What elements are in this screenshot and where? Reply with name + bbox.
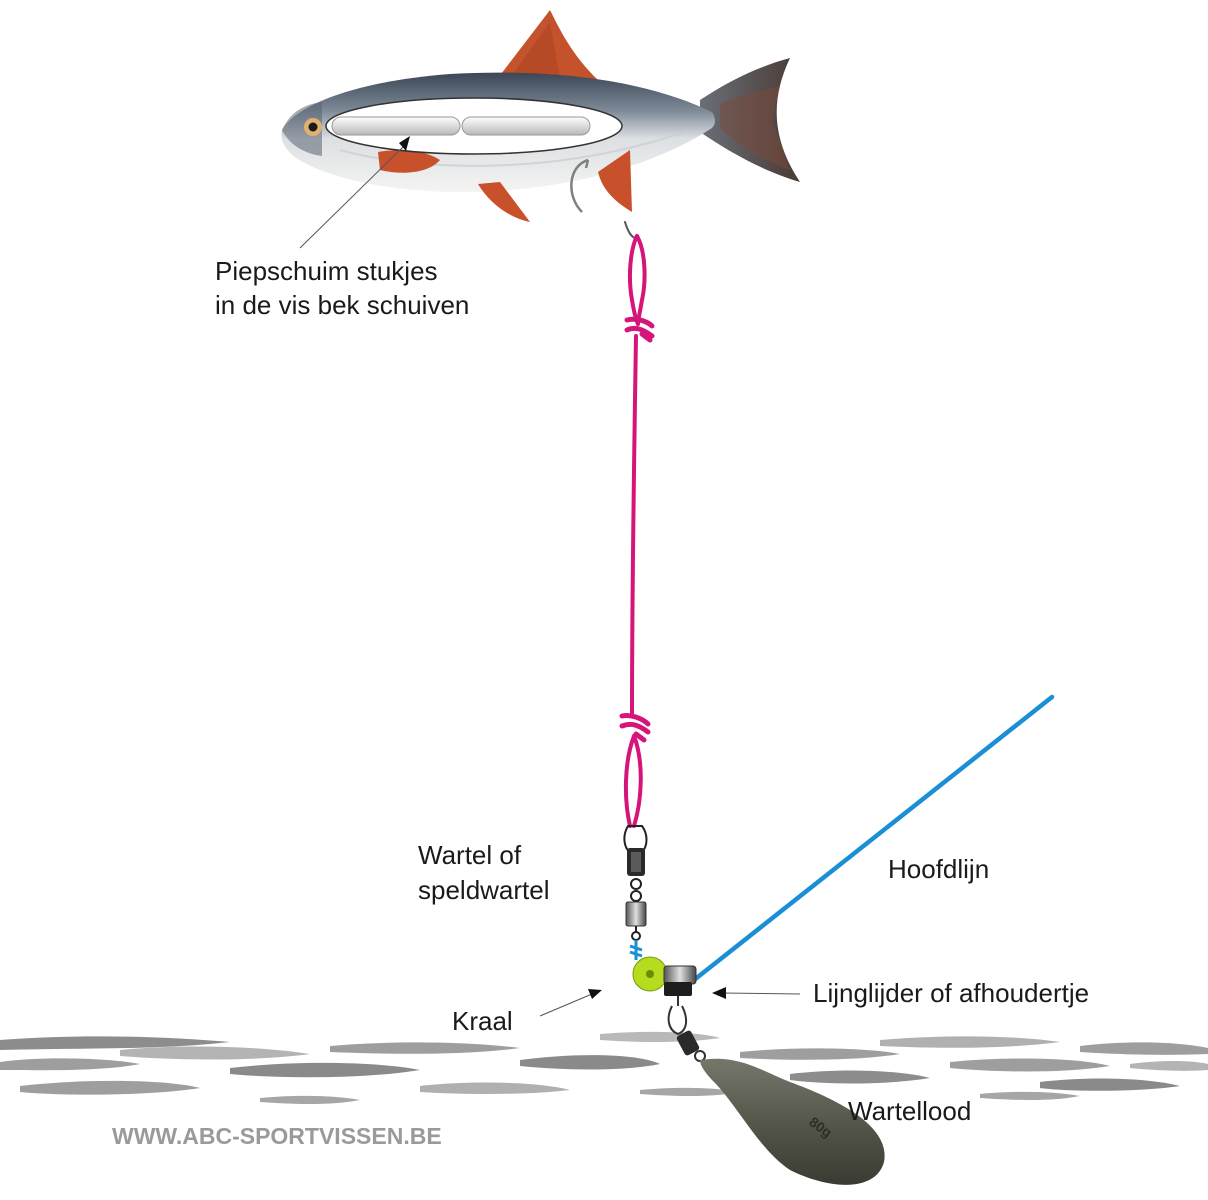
hook-icon: [570, 158, 590, 213]
label-piepschuim-line1: Piepschuim stukjes: [215, 256, 438, 286]
label-kraal: Kraal: [452, 1006, 513, 1036]
watermark: WWW.ABC-SPORTVISSEN.BE: [112, 1123, 442, 1149]
roach-fish-icon: [281, 10, 800, 222]
mainline: [691, 694, 1055, 983]
snap-swivel-icon: [623, 825, 648, 960]
label-lijnglijder: Lijnglijder of afhoudertje: [813, 978, 1089, 1008]
river-bed: [0, 1031, 1208, 1104]
label-wartel-line1: Wartel of: [418, 840, 522, 870]
lead-weight-icon: 80g: [700, 1058, 885, 1185]
hooklength-line: [619, 221, 655, 828]
label-hoofdlijn: Hoofdlijn: [888, 854, 989, 884]
label-wartel-line2: speldwartel: [418, 875, 550, 905]
foam-pieces-icon: [325, 97, 623, 155]
label-wartellood: Wartellood: [848, 1096, 971, 1126]
label-pointers: [299, 136, 801, 1017]
label-piepschuim-line2: in de vis bek schuiven: [215, 290, 469, 320]
bead-icon: [632, 956, 668, 992]
line-slider-icon: [663, 965, 706, 1062]
